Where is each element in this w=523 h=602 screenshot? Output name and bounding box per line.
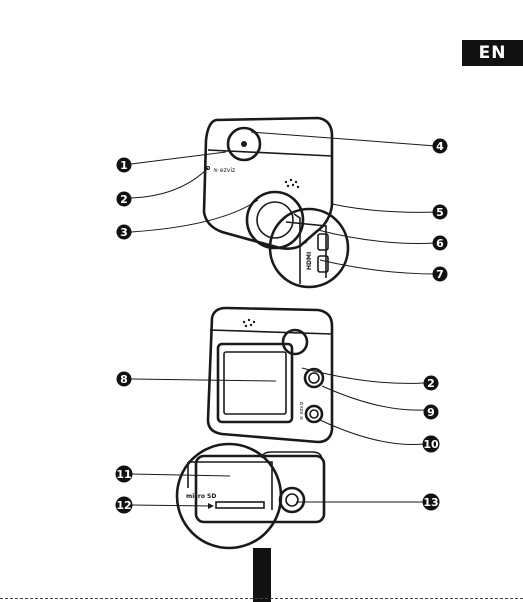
callout-2: 2 [117, 192, 132, 207]
svg-text:9: 9 [427, 406, 435, 419]
callout-1: 1 [117, 158, 132, 173]
callout-13: 13 [423, 494, 440, 511]
svg-text:4: 4 [436, 140, 444, 153]
svg-text:2: 2 [427, 377, 435, 390]
brand-logo: ≋ ezviz [213, 167, 235, 174]
svg-text:6: 6 [436, 237, 444, 250]
micro-sd-label: micro SD [186, 493, 216, 500]
callout-8: 8 [117, 372, 132, 387]
callout-10: 10 [423, 436, 440, 453]
callout-12: 12 [116, 497, 133, 514]
callout-9: 9 [424, 405, 439, 420]
svg-text:11: 11 [116, 468, 131, 481]
svg-text:1: 1 [120, 159, 128, 172]
svg-text:7: 7 [436, 268, 444, 281]
hdmi-label: HDMI [306, 252, 313, 270]
callout-6: 6 [433, 236, 448, 251]
camera-top-view: ≋ ezviz ⌁ HDMI [131, 118, 436, 287]
callout-4: 4 [433, 139, 448, 154]
svg-text:8: 8 [120, 373, 128, 386]
svg-text:13: 13 [423, 496, 438, 509]
usb-symbol: ⌁ [302, 239, 312, 244]
camera-back-view: ≋ ezviz [131, 308, 424, 445]
callout-2-back: 2 [424, 376, 439, 391]
side-brand-logo: ≋ ezviz [299, 401, 305, 420]
svg-text:12: 12 [116, 499, 131, 512]
svg-text:10: 10 [423, 438, 439, 451]
svg-text:2: 2 [120, 193, 128, 206]
callout-7: 7 [433, 267, 448, 282]
svg-text:5: 5 [436, 206, 444, 219]
svg-text:3: 3 [120, 226, 128, 239]
callout-3: 3 [117, 225, 132, 240]
callout-5: 5 [433, 205, 448, 220]
camera-bottom-view: micro SD [131, 444, 424, 548]
callout-11: 11 [116, 466, 133, 483]
